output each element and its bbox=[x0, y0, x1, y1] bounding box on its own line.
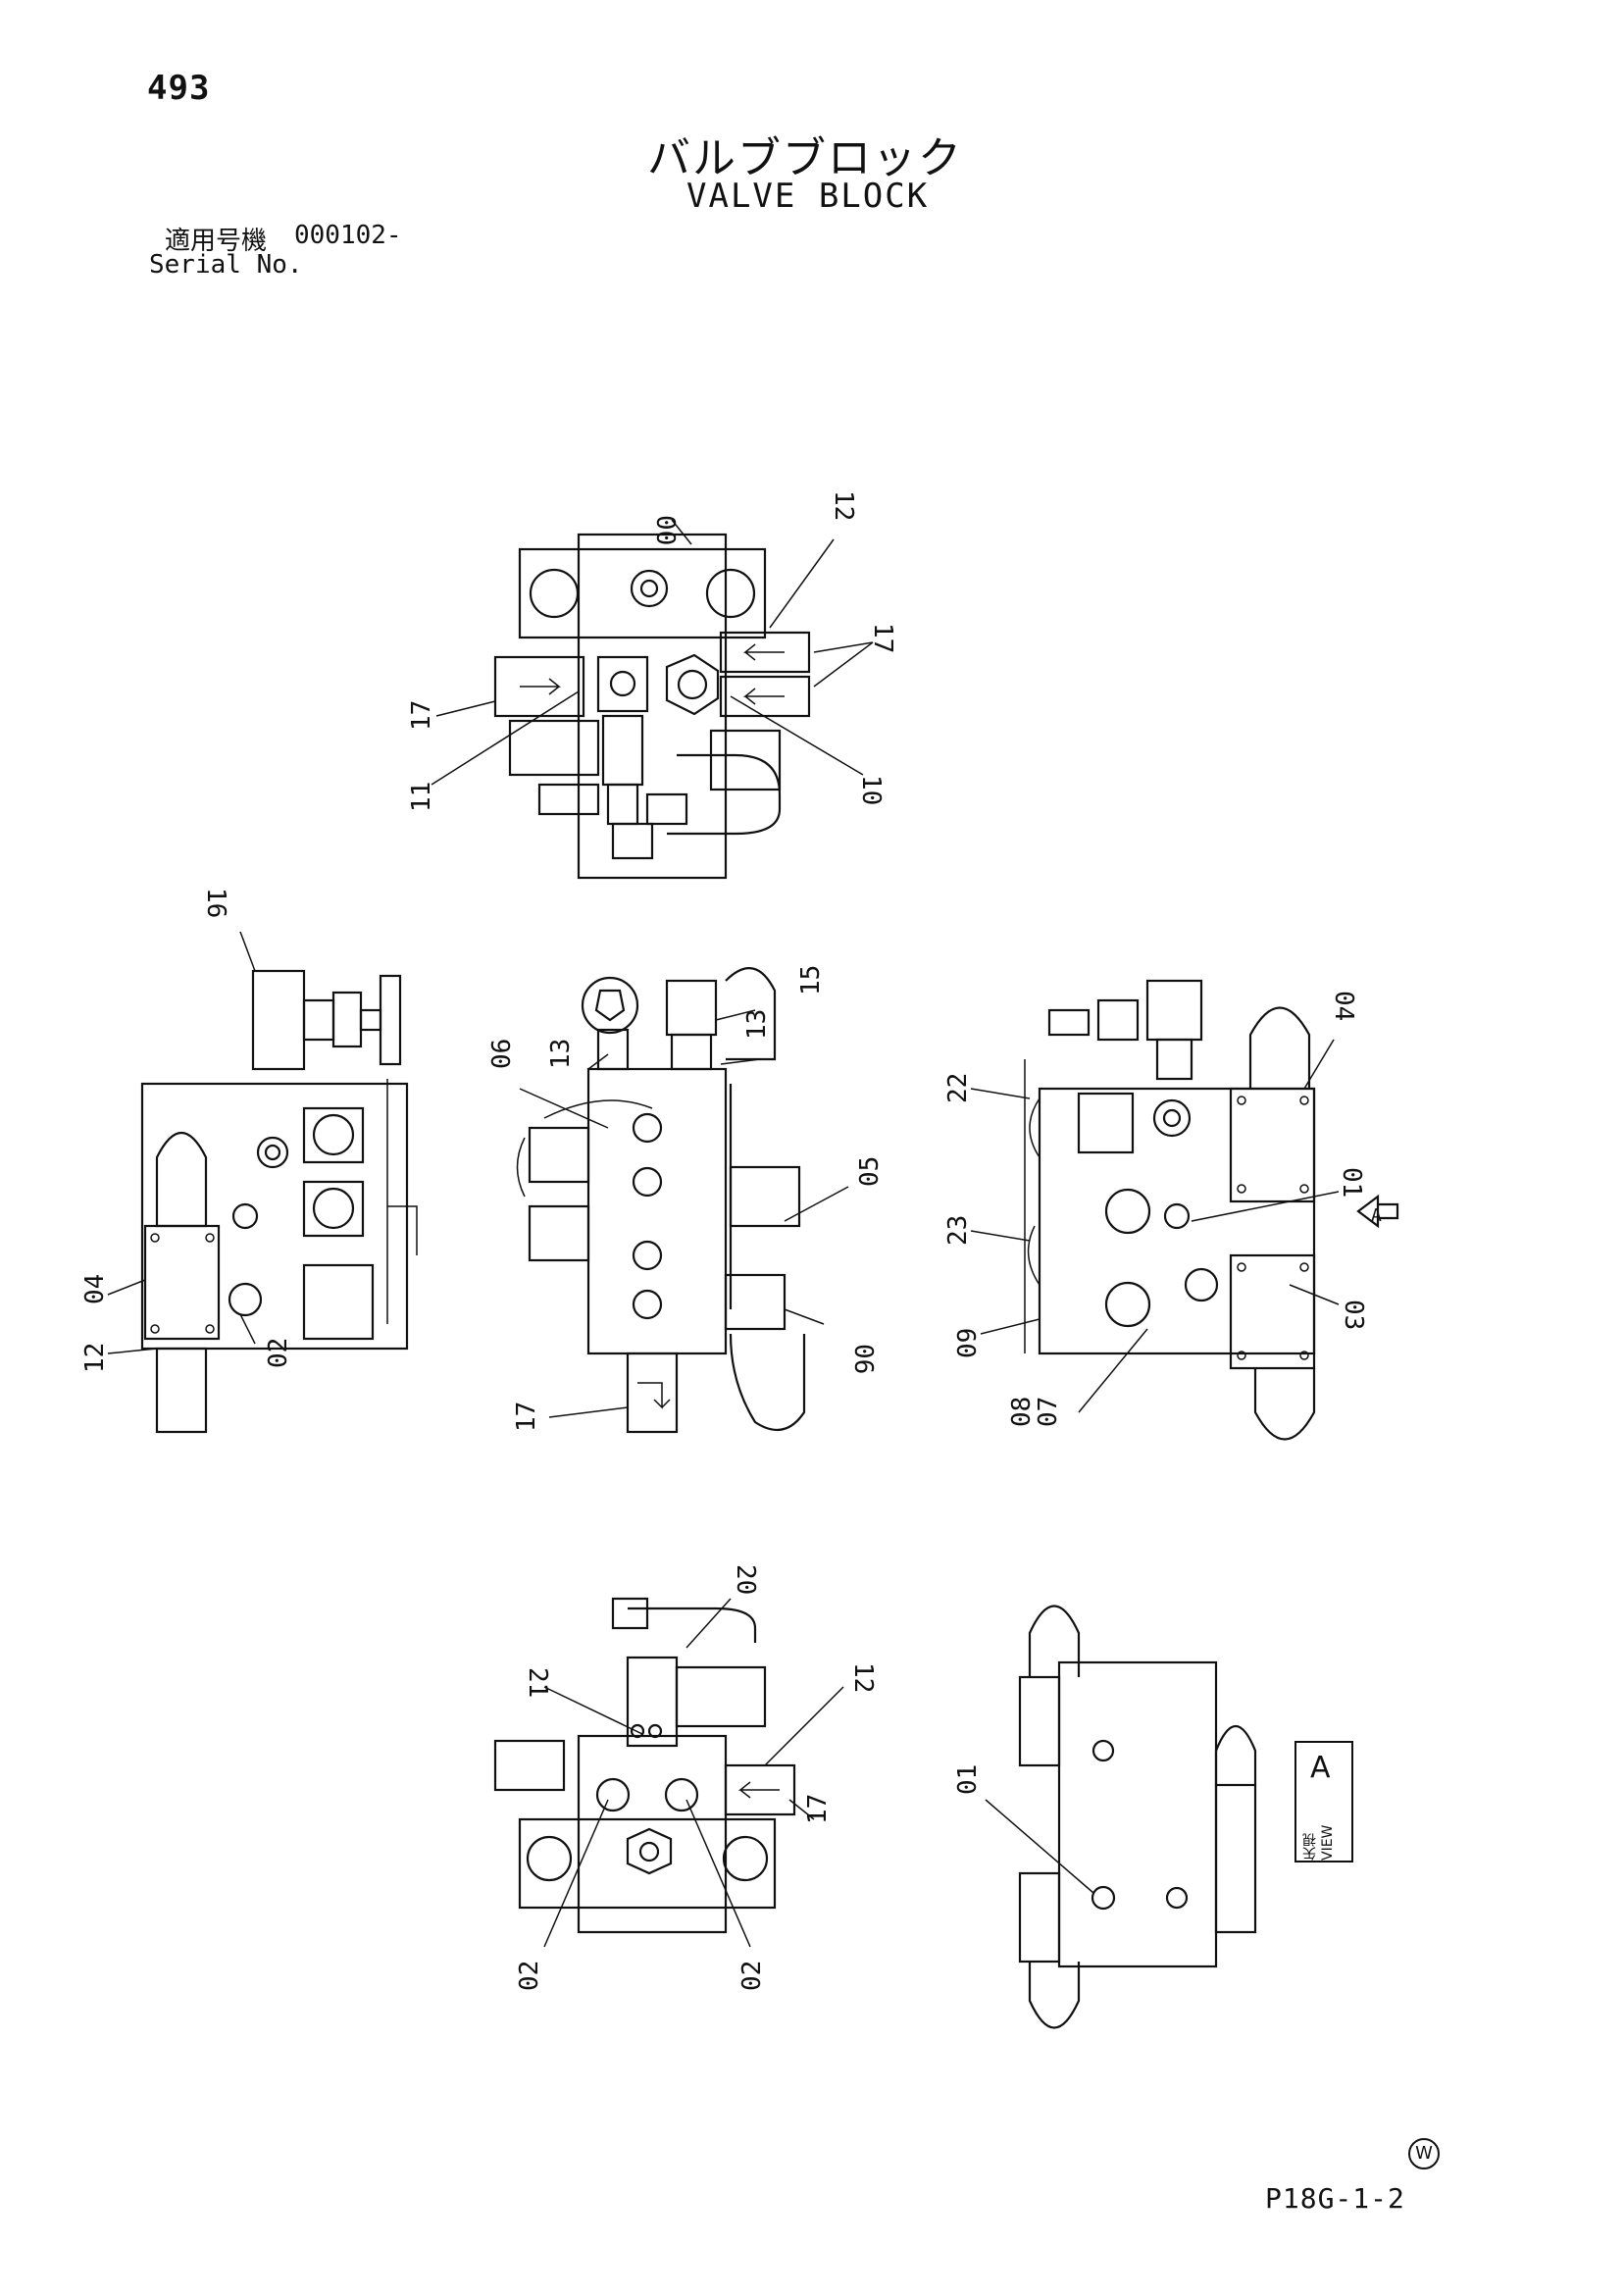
view-arrow-label: A bbox=[1371, 1205, 1382, 1226]
callout: 23 bbox=[943, 1215, 973, 1246]
serial-label-english: Serial No. bbox=[149, 250, 303, 280]
center-view-block-body bbox=[586, 1067, 728, 1355]
view-a-letter: A bbox=[1310, 1751, 1331, 1785]
view-a-block-body bbox=[1057, 1660, 1218, 1968]
callout: 04 bbox=[1329, 991, 1358, 1021]
document-code: P18G-1-2 bbox=[1265, 2182, 1405, 2215]
bottom-view-block-body bbox=[577, 1734, 728, 1934]
right-view-callouts: 22 04 01 23 09 03 08 07 A bbox=[943, 991, 1382, 1427]
callout: 11 bbox=[407, 782, 436, 812]
callout: 02 bbox=[264, 1338, 293, 1368]
callout: 08 bbox=[1007, 1397, 1037, 1427]
page-title-english: VALVE BLOCK bbox=[686, 177, 930, 216]
callout: 22 bbox=[943, 1073, 973, 1103]
callout: 12 bbox=[829, 490, 858, 521]
left-view bbox=[107, 931, 418, 1434]
callout: 07 bbox=[1034, 1397, 1063, 1427]
left-view-block-body bbox=[140, 1082, 409, 1351]
serial-label-japanese: 適用号機 bbox=[165, 227, 268, 256]
callout: 01 bbox=[1337, 1167, 1366, 1198]
callout: 04 bbox=[80, 1274, 110, 1304]
bottom-view-back-plate bbox=[518, 1817, 777, 1910]
callout: 21 bbox=[523, 1667, 552, 1698]
view-a-label-box: A 矢視 VIEW bbox=[1294, 1741, 1353, 1862]
callout: 06 bbox=[487, 1039, 517, 1069]
callout: 12 bbox=[848, 1662, 878, 1693]
top-view-callouts: 00 12 17 17 11 10 bbox=[407, 490, 897, 812]
callout: 20 bbox=[731, 1564, 760, 1595]
callout: 13 bbox=[742, 1009, 772, 1040]
top-view bbox=[431, 519, 874, 880]
page-title-japanese: バルブブロック bbox=[647, 133, 963, 183]
callout: 10 bbox=[856, 775, 886, 805]
callout: 09 bbox=[953, 1328, 983, 1358]
callout: 02 bbox=[737, 1961, 767, 1991]
right-view bbox=[970, 979, 1399, 1441]
view-a-text: 矢視 VIEW bbox=[1302, 1824, 1336, 1861]
callout: 05 bbox=[855, 1156, 885, 1187]
callout: 15 bbox=[796, 965, 826, 995]
callout: 17 bbox=[803, 1794, 833, 1824]
center-view-callouts: 06 13 13 15 05 06 17 bbox=[487, 965, 885, 1432]
w-mark-icon: W bbox=[1408, 2138, 1440, 2169]
view-a-callouts: 01 bbox=[953, 1764, 983, 1795]
callout: 12 bbox=[80, 1343, 110, 1373]
callout: 01 bbox=[953, 1764, 983, 1795]
callout: 16 bbox=[201, 888, 230, 918]
callout: 06 bbox=[848, 1344, 878, 1374]
left-view-callouts: 16 04 12 02 bbox=[80, 888, 293, 1373]
callout: 17 bbox=[868, 623, 897, 653]
callout: 00 bbox=[650, 515, 680, 545]
bottom-view-callouts: 20 21 12 17 02 02 bbox=[515, 1564, 878, 1991]
callout: 17 bbox=[512, 1402, 541, 1432]
serial-value: 000102- bbox=[294, 221, 402, 250]
right-view-block-body bbox=[1038, 1087, 1316, 1355]
page-number: 493 bbox=[147, 69, 211, 108]
top-view-block-body bbox=[577, 533, 728, 880]
callout: 03 bbox=[1339, 1300, 1368, 1330]
top-view-back-plate bbox=[518, 547, 767, 639]
callout: 13 bbox=[546, 1039, 576, 1069]
callout: 17 bbox=[407, 700, 436, 731]
center-view bbox=[516, 967, 849, 1434]
left-view-cover-plate bbox=[143, 1224, 221, 1341]
view-a bbox=[985, 1605, 1257, 2029]
bottom-view bbox=[493, 1597, 844, 1948]
callout: 02 bbox=[515, 1961, 544, 1991]
